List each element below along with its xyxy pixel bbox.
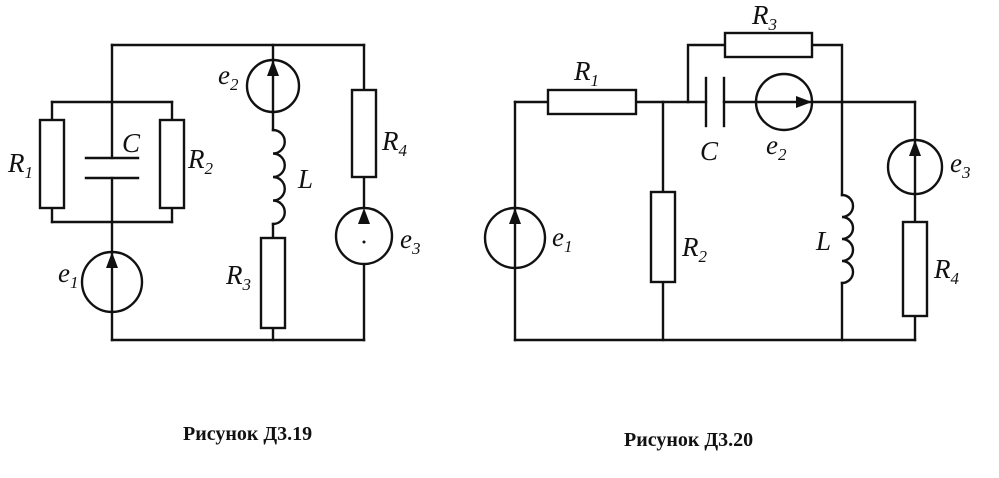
label-e3: e3 [950, 148, 970, 182]
wire-r3-bypass-left [686, 43, 727, 104]
resistor-r2 [158, 118, 186, 210]
source-e1 [80, 250, 144, 314]
label-e2: e2 [218, 60, 239, 94]
figure-caption-d3-20: Рисунок Д3.20 [624, 429, 754, 451]
label-r1: R1 [7, 148, 33, 182]
resistor-r4 [901, 220, 929, 318]
label-e1: e1 [552, 222, 572, 256]
capacitor-c [84, 156, 140, 180]
source-e3 [334, 206, 394, 266]
circuit-d3-20: R3 R1 C e2 e3 e1 R2 L R4 [483, 0, 970, 342]
circuit-d3-19: R1 C R2 e2 L R4 e1 R3 e3 [7, 43, 420, 342]
source-e3 [886, 138, 944, 196]
wire-r3-bypass-right [810, 43, 844, 104]
resistor-r1 [38, 118, 66, 210]
label-r3: R3 [751, 0, 777, 34]
source-e1 [483, 206, 547, 270]
source-e2 [245, 58, 301, 114]
resistor-r2 [649, 190, 677, 284]
label-l: L [815, 226, 831, 256]
resistor-r3 [259, 236, 287, 330]
label-e1: e1 [58, 258, 78, 292]
label-r1: R1 [573, 56, 599, 90]
label-c: C [122, 128, 141, 158]
label-r4: R4 [381, 126, 408, 160]
capacitor-c [704, 76, 726, 128]
label-r4: R4 [933, 254, 960, 288]
inductor-l [840, 193, 855, 285]
label-r2: R2 [187, 144, 214, 178]
label-e3: e3 [400, 224, 420, 258]
source-e2 [754, 72, 814, 132]
label-l: L [297, 164, 313, 194]
label-e2: e2 [766, 130, 787, 164]
label-r3: R3 [225, 260, 251, 294]
inductor-l [271, 128, 286, 226]
label-c: C [700, 136, 719, 166]
resistor-r4 [350, 88, 378, 179]
resistor-r3 [723, 31, 814, 59]
figure-caption-d3-19: Рисунок Д3.19 [183, 423, 313, 445]
resistor-r1 [546, 88, 638, 116]
label-r2: R2 [681, 232, 708, 266]
